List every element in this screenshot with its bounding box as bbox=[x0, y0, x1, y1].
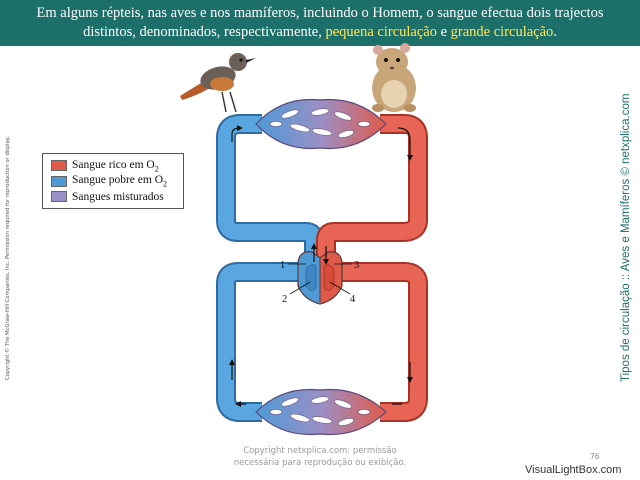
heart-label-3: 3 bbox=[354, 260, 359, 271]
legend-text-oxygen-rich: Sangue rico em O bbox=[72, 158, 155, 171]
legend-sub-oxygen-rich: 2 bbox=[154, 163, 159, 173]
header-line-2: distintos, denominados, respectivamente,… bbox=[0, 23, 640, 42]
legend-swatch-oxygen-poor bbox=[51, 175, 67, 187]
flow-arrow-pulmonary-left bbox=[231, 125, 243, 142]
footer-line-2: necessária para reprodução ou exibição. bbox=[233, 458, 407, 468]
watermark[interactable]: VisualLightBox.com bbox=[525, 464, 622, 476]
legend-sub-oxygen-poor: 2 bbox=[163, 179, 168, 189]
systemic-red-vessel bbox=[340, 262, 428, 422]
bird-illustration bbox=[180, 53, 256, 113]
legend-swatch-mixed bbox=[51, 191, 67, 203]
legend-swatch-oxygen-rich bbox=[51, 160, 67, 172]
legend: Sangue rico em O2 Sangue pobre em O2 San… bbox=[42, 153, 184, 209]
legend-label-oxygen-poor: Sangue pobre em O2 bbox=[72, 174, 167, 188]
header-banner: Em alguns répteis, nas aves e nos mamífe… bbox=[0, 0, 640, 46]
legend-item-oxygen-rich: Sangue rico em O2 bbox=[51, 158, 183, 174]
header-connector: e bbox=[436, 24, 451, 40]
pulmonary-circuit bbox=[216, 98, 428, 258]
legend-label-mixed: Sangues misturados bbox=[72, 190, 164, 203]
flow-arrow-pulmonary-right bbox=[397, 127, 413, 161]
heart-label-4: 4 bbox=[350, 294, 356, 305]
highlight-pulmonary-circulation: pequena circulação bbox=[325, 24, 437, 40]
highlight-systemic-circulation: grande circulação bbox=[450, 24, 554, 40]
heart-label-1: 1 bbox=[280, 260, 285, 271]
footer-copyright-note: Copyright netxplica.com: permissão neces… bbox=[215, 445, 425, 469]
heart-label-2: 2 bbox=[282, 294, 287, 305]
legend-text-oxygen-poor: Sangue pobre em O bbox=[72, 174, 164, 187]
legend-item-oxygen-poor: Sangue pobre em O2 bbox=[51, 174, 183, 190]
header-line-2-prefix: distintos, denominados, respectivamente, bbox=[83, 24, 326, 40]
heart-number-labels: 1 2 3 4 bbox=[280, 260, 359, 305]
page-number: 76 bbox=[590, 452, 600, 461]
systemic-blue-vessel bbox=[216, 262, 300, 422]
legend-item-mixed: Sangues misturados bbox=[51, 189, 183, 205]
header-line-1: Em alguns répteis, nas aves e nos mamífe… bbox=[36, 5, 604, 21]
legend-label-oxygen-rich: Sangue rico em O2 bbox=[72, 159, 159, 173]
header-line-2-suffix: . bbox=[553, 24, 557, 40]
heart bbox=[297, 243, 343, 305]
systemic-circuit bbox=[216, 262, 428, 436]
footer-line-1: Copyright netxplica.com: permissão bbox=[243, 446, 397, 456]
hamster-illustration bbox=[372, 43, 416, 112]
